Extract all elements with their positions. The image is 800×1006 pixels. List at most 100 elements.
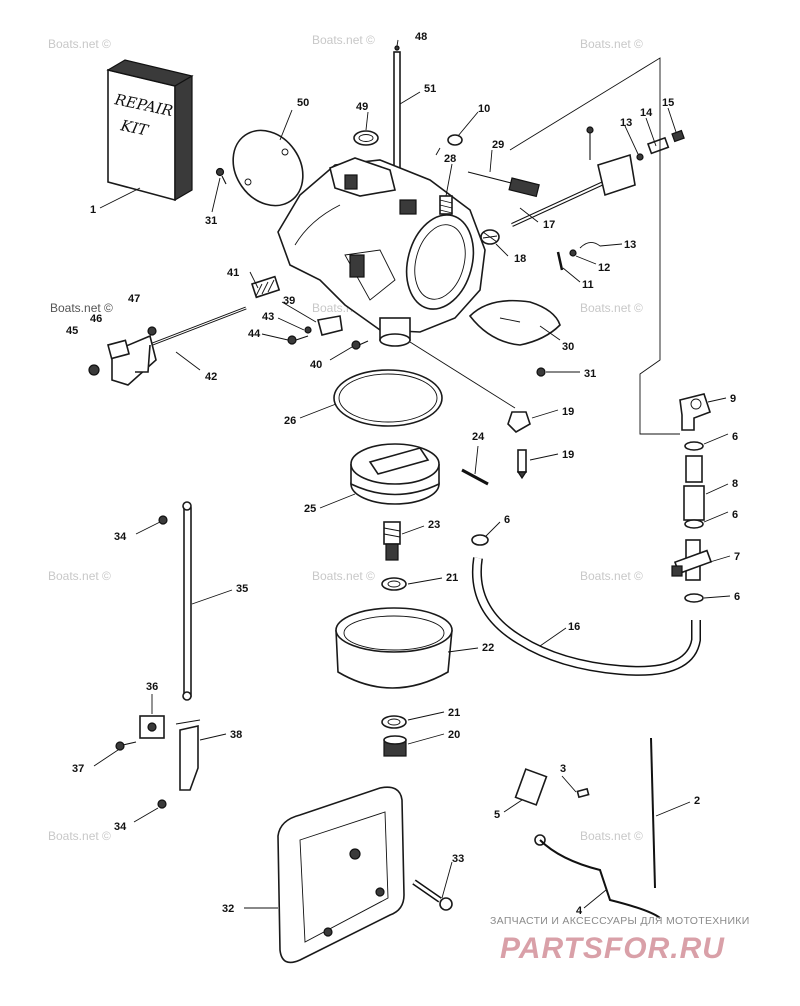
bracket xyxy=(287,315,369,350)
o-ring xyxy=(353,130,379,146)
label-7: 7 xyxy=(734,551,740,563)
throttle-shaft xyxy=(511,126,685,227)
label-1: 1 xyxy=(90,204,96,216)
label-47: 47 xyxy=(128,293,140,305)
long-rod xyxy=(393,45,401,173)
hose-clamp xyxy=(684,519,704,529)
watermark: Boats.net © xyxy=(312,569,375,583)
label-33: 33 xyxy=(452,853,464,865)
partsfor-brand: ЗАПЧАСТИ И АКСЕССУАРЫ ДЛЯ МОТОТЕХНИКИ PA… xyxy=(490,915,749,965)
drain-bolt xyxy=(383,735,407,757)
label-31: 31 xyxy=(205,215,217,227)
label-8: 8 xyxy=(732,478,738,490)
label-5: 5 xyxy=(494,809,500,821)
label-49: 49 xyxy=(356,101,368,113)
idle-screw xyxy=(467,171,540,198)
label-18: 18 xyxy=(514,253,526,265)
label-37: 37 xyxy=(72,763,84,775)
label-32: 32 xyxy=(222,903,234,915)
choke-wire xyxy=(539,839,661,919)
label-23: 23 xyxy=(428,519,440,531)
spring xyxy=(439,195,453,215)
main-jet xyxy=(383,521,401,561)
label-16: 16 xyxy=(568,621,580,633)
label-25: 25 xyxy=(304,503,316,515)
assembly-lines xyxy=(435,57,680,435)
label-12: 12 xyxy=(598,262,610,274)
float-pin xyxy=(461,468,489,486)
watermark: Boats.net © xyxy=(48,829,111,843)
label-35: 35 xyxy=(236,583,248,595)
label-19: 19 xyxy=(562,449,574,461)
label-24: 24 xyxy=(472,431,485,443)
label-15: 15 xyxy=(662,97,674,109)
callouts: 1 50 31 49 48 51 10 28 29 17 18 13 14 15… xyxy=(66,31,740,917)
label-39: 39 xyxy=(283,295,295,307)
linkage-rod xyxy=(182,501,192,701)
fuel-filter xyxy=(683,485,705,521)
label-4: 4 xyxy=(576,905,583,917)
bolt xyxy=(412,879,453,911)
clip xyxy=(158,515,168,525)
gasket-plate xyxy=(232,129,304,207)
label-38: 38 xyxy=(230,729,242,741)
repair-kit-box: REPAIR KIT xyxy=(106,59,194,202)
label-50: 50 xyxy=(297,97,309,109)
watermark: Boats.net © xyxy=(580,301,643,315)
inlet-needle xyxy=(409,341,531,480)
label-20: 20 xyxy=(448,729,460,741)
gasket xyxy=(468,299,561,346)
label-43: 43 xyxy=(262,311,274,323)
watermark: Boats.net © xyxy=(312,33,375,47)
fuel-fitting-elbow xyxy=(679,393,712,431)
label-14: 14 xyxy=(640,107,653,119)
label-21: 21 xyxy=(446,572,458,584)
watermark: Boats.net © xyxy=(48,569,111,583)
link-bracket xyxy=(179,725,199,791)
label-31: 31 xyxy=(584,368,596,380)
label-17: 17 xyxy=(543,219,555,231)
tee-fitting xyxy=(671,539,713,581)
brand-name: PARTSFOR.RU xyxy=(500,932,725,965)
air-silencer-cover xyxy=(277,786,405,964)
label-13: 13 xyxy=(624,239,636,251)
hose-section xyxy=(685,455,703,483)
washer xyxy=(381,715,407,729)
pin xyxy=(556,242,601,271)
label-44: 44 xyxy=(248,328,261,340)
label-2: 2 xyxy=(694,795,700,807)
label-19: 19 xyxy=(562,406,574,418)
float xyxy=(350,443,440,505)
clip xyxy=(157,799,167,809)
label-45: 45 xyxy=(66,325,78,337)
hose-clamp xyxy=(684,441,704,451)
screw xyxy=(536,367,546,377)
knob xyxy=(88,326,157,376)
label-11: 11 xyxy=(582,279,594,291)
label-10: 10 xyxy=(478,103,490,115)
screw xyxy=(115,741,137,751)
carburetor-body xyxy=(277,157,486,347)
label-48: 48 xyxy=(415,31,427,43)
label-6: 6 xyxy=(732,509,738,521)
repair-kit-text: KIT xyxy=(118,116,150,140)
label-46: 46 xyxy=(90,313,102,325)
watermark: Boats.net © xyxy=(580,37,643,51)
watermark: Boats.net © xyxy=(48,37,111,51)
watermark: Boats.net © xyxy=(580,569,643,583)
label-34: 34 xyxy=(114,531,127,543)
label-41: 41 xyxy=(227,267,239,279)
washer xyxy=(447,134,463,146)
long-pin xyxy=(650,737,656,889)
hose-clamp xyxy=(684,593,704,603)
hose-clamp xyxy=(471,534,489,546)
label-6: 6 xyxy=(734,591,740,603)
fuel-hose xyxy=(472,557,701,676)
label-28: 28 xyxy=(444,153,456,165)
label-22: 22 xyxy=(482,642,494,654)
label-40: 40 xyxy=(310,359,322,371)
watermarks: Boats.net © Boats.net © Boats.net © Boat… xyxy=(48,33,643,843)
label-13: 13 xyxy=(620,117,632,129)
label-9: 9 xyxy=(730,393,736,405)
